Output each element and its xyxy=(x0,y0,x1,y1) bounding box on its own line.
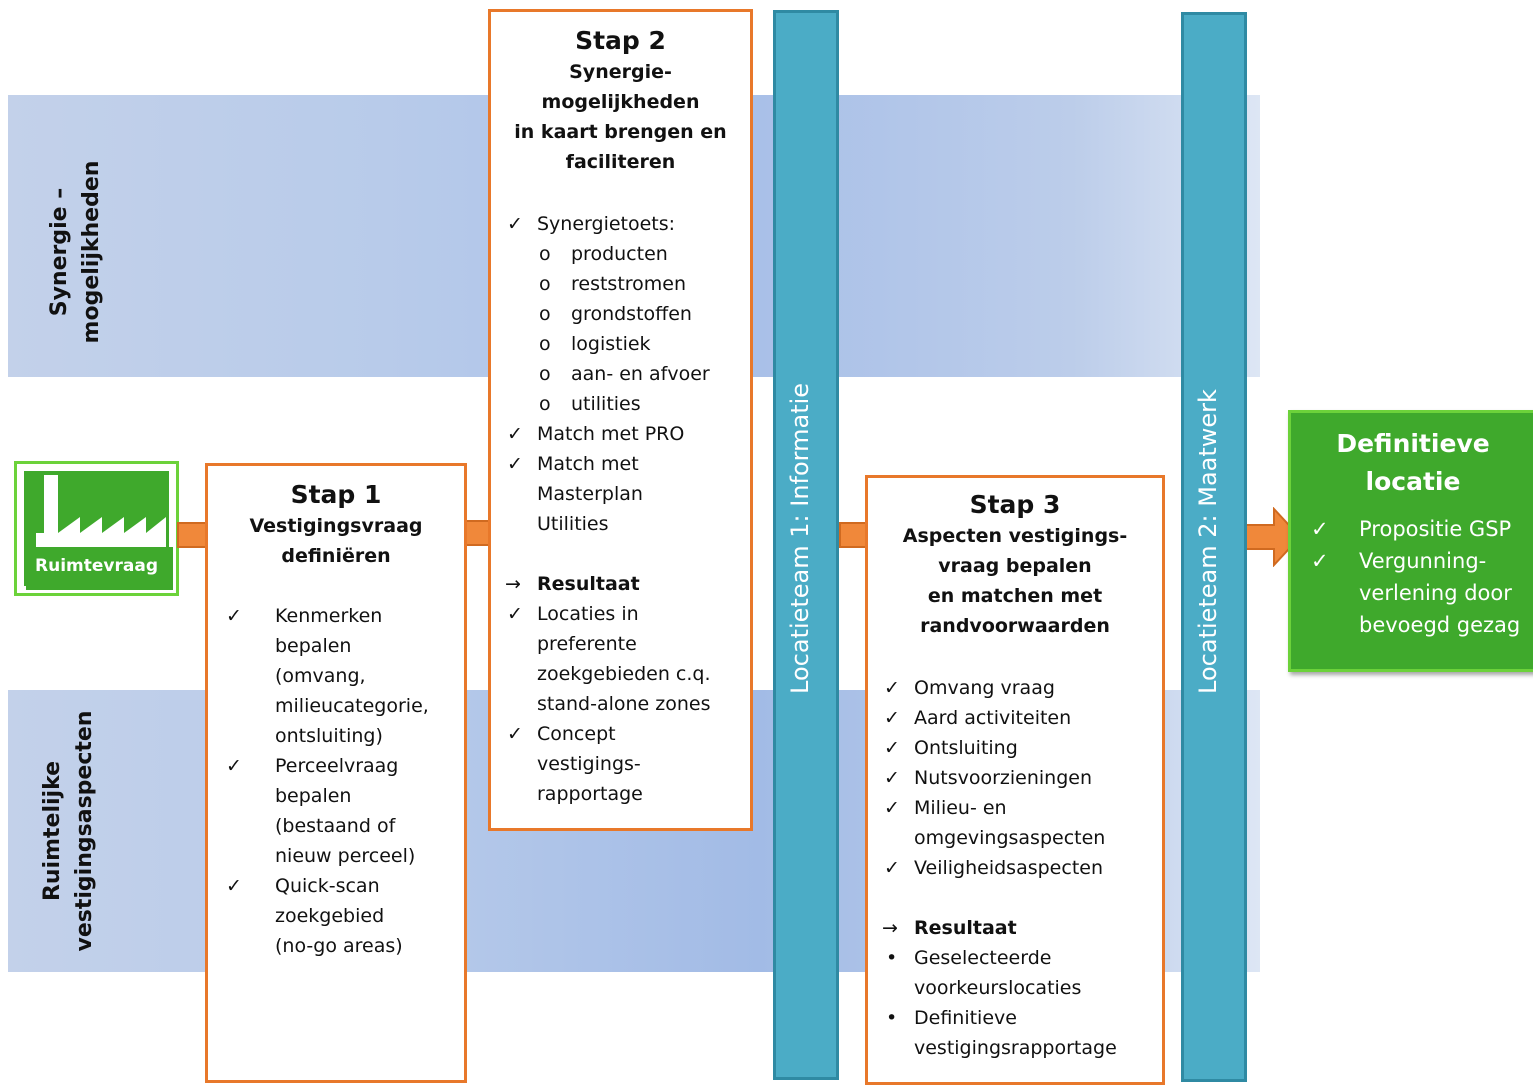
step3-box: Stap 3 Aspecten vestigings- vraag bepale… xyxy=(865,475,1165,1085)
list-item: • Geselecteerde voorkeurslocaties xyxy=(886,947,1082,999)
list-item: ✓ Kenmerken bepalen (omvang, milieucateg… xyxy=(226,605,429,747)
list-item: ✓ Quick-scan zoekgebied (no-go areas) xyxy=(226,875,403,957)
locatieteam-2-pillar xyxy=(1181,12,1247,1082)
result-heading: → Resultaat xyxy=(882,917,1017,939)
list-item: ✓ Match met PRO xyxy=(507,423,685,445)
synergy-band-label: Synergie – mogelijkheden xyxy=(47,160,104,344)
arrow-pillar2-to-final xyxy=(1245,507,1302,567)
ruimtevraag-panel: Ruimtevraag xyxy=(24,471,173,590)
list-item: • Definitieve vestigingsrapportage xyxy=(886,1007,1117,1059)
list-item: ✓ Perceelvraag bepalen (bestaand of nieu… xyxy=(226,755,416,867)
definitive-location-box: Definitieve locatie ✓ Propositie GSP ✓ V… xyxy=(1288,410,1533,672)
ruimtevraag-node: Ruimtevraag xyxy=(14,461,179,596)
list-item: ✓ Milieu- en omgevingsaspecten xyxy=(884,797,1106,849)
locatieteam-2-label: Locatieteam 2: Maatwerk xyxy=(1194,389,1222,694)
list-item: ✓ Aard activiteiten xyxy=(884,707,1072,729)
step3-list: ✓ Omvang vraag ✓ Aard activiteiten ✓ Ont… xyxy=(868,673,1162,1063)
list-item: ✓ Match met Masterplan Utilities xyxy=(507,453,643,535)
list-item: ✓ Vergunning- verlening door bevoegd gez… xyxy=(1311,549,1521,637)
factory-icon xyxy=(26,475,173,590)
list-item: ✓ Propositie GSP xyxy=(1311,517,1512,541)
step1-box: Stap 1 Vestigingsvraag definiëren ✓ Kenm… xyxy=(205,463,467,1083)
list-item: ✓ Nutsvoorzieningen xyxy=(884,767,1093,789)
spatial-band-label: Ruimtelijke vestigingsaspecten xyxy=(40,710,97,952)
step3-title: Stap 3 xyxy=(969,490,1061,519)
step1-subtitle: Vestigingsvraag definiëren xyxy=(249,515,423,567)
list-item: ✓ Veiligheidsaspecten xyxy=(884,857,1103,879)
list-item: ✓ Concept vestigings- rapportage xyxy=(507,723,643,805)
ruimtevraag-label: Ruimtevraag xyxy=(35,556,158,576)
locatieteam-1-label: Locatieteam 1: Informatie xyxy=(786,382,814,694)
locatieteam-1-pillar xyxy=(773,10,839,1080)
list-item: ✓ Synergietoets: xyxy=(507,213,676,235)
definitive-location-title: Definitieve locatie xyxy=(1336,429,1490,496)
result-heading: → Resultaat xyxy=(505,573,640,595)
step1-list: ✓ Kenmerken bepalen (omvang, milieucateg… xyxy=(208,601,464,961)
definitive-location-list: ✓ Propositie GSP ✓ Vergunning- verlening… xyxy=(1291,513,1533,641)
list-item: ✓ Locaties in preferente zoekgebieden c.… xyxy=(507,603,711,715)
step2-subtitle: Synergie- mogelijkheden in kaart brengen… xyxy=(514,61,727,173)
step1-title: Stap 1 xyxy=(290,480,382,509)
step2-box: Stap 2 Synergie- mogelijkheden in kaart … xyxy=(488,9,753,831)
list-item: ✓ Omvang vraag xyxy=(884,677,1055,699)
step2-title: Stap 2 xyxy=(575,26,666,55)
list-item: ✓ Ontsluiting xyxy=(884,737,1018,759)
step3-subtitle: Aspecten vestigings- vraag bepalen en ma… xyxy=(902,525,1128,637)
